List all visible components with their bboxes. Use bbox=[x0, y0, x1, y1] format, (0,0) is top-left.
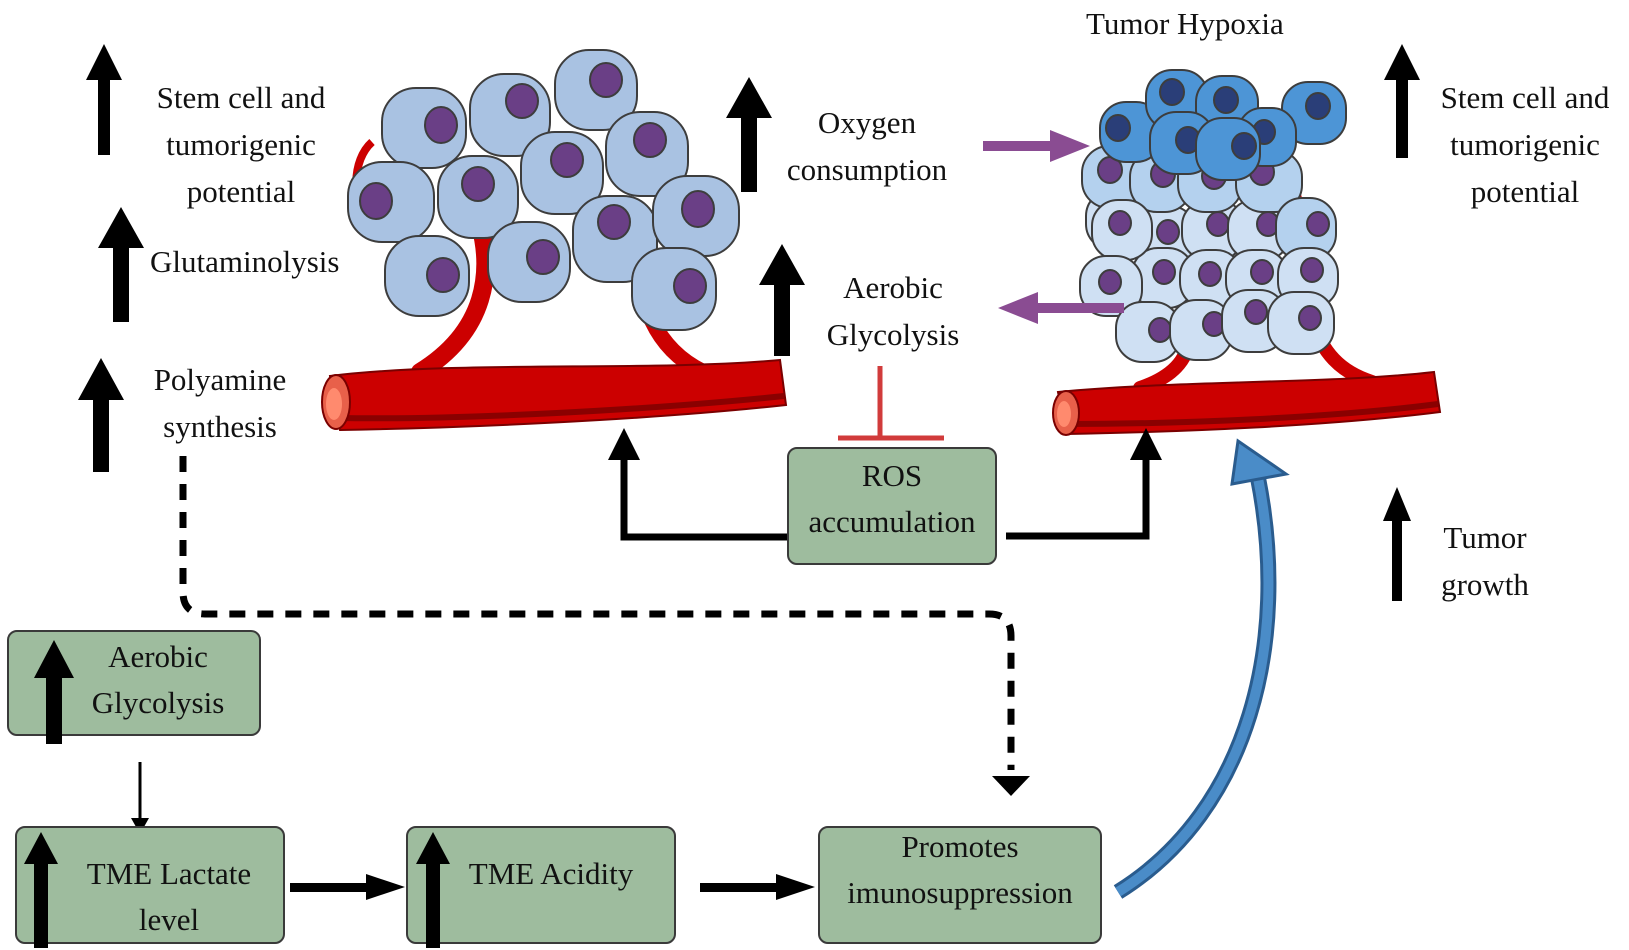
up-arrow-icon bbox=[98, 207, 144, 322]
tumor-hypoxia-label: Tumor Hypoxia bbox=[1086, 6, 1284, 41]
down-arrow-icon bbox=[992, 776, 1030, 796]
normoxic-cell-cluster bbox=[347, 49, 740, 331]
up-arrow-icon bbox=[726, 77, 772, 192]
label-line: Oxygen bbox=[817, 105, 917, 140]
up-arrow-icon bbox=[1384, 44, 1420, 158]
label-line: Aerobic bbox=[108, 639, 208, 674]
oxygen-consumption-label: Oxygen consumption bbox=[770, 99, 964, 193]
label-line: imunosuppression bbox=[847, 875, 1073, 910]
left-arrow-icon bbox=[998, 292, 1124, 324]
up-arrow-icon bbox=[24, 832, 58, 948]
ros-accumulation-text: ROS accumulation bbox=[787, 453, 997, 545]
label-line: potential bbox=[1470, 174, 1580, 209]
label-line: tumorigenic bbox=[166, 127, 316, 162]
up-arrow-icon bbox=[608, 428, 640, 460]
label-line: Stem cell and bbox=[1440, 80, 1610, 115]
ros-accumulation-box bbox=[787, 447, 997, 565]
up-arrows bbox=[78, 44, 1420, 601]
label-line: synthesis bbox=[163, 409, 277, 444]
glutaminolysis-label: Glutaminolysis bbox=[150, 244, 340, 279]
label-line: ROS bbox=[861, 458, 923, 493]
label-line: Glycolysis bbox=[91, 685, 225, 720]
right-arrow-icon bbox=[776, 874, 815, 900]
label-line: Glycolysis bbox=[826, 317, 960, 352]
right-arrow-icon bbox=[983, 130, 1090, 162]
inhibition-symbol bbox=[838, 366, 944, 441]
label-line: potential bbox=[186, 174, 296, 209]
label-line: level bbox=[138, 902, 200, 937]
purple-arrows bbox=[983, 130, 1124, 324]
tme-lactate-box bbox=[15, 826, 285, 944]
aerobic-glycolysis-label-top: Aerobic Glycolysis bbox=[808, 264, 978, 358]
label-line: Tumor bbox=[1443, 520, 1527, 555]
label-line: Polyamine bbox=[153, 362, 287, 397]
up-arrow-icon bbox=[86, 44, 122, 155]
dashed-connector bbox=[179, 456, 1030, 796]
flow-arrows bbox=[131, 762, 815, 900]
tme-acidity-box bbox=[406, 826, 676, 944]
up-arrow-icon bbox=[34, 640, 74, 744]
label-line: consumption bbox=[786, 152, 948, 187]
up-arrow-icon bbox=[759, 244, 805, 356]
up-arrow-icon bbox=[1230, 438, 1290, 486]
tme-lactate-text: TME Lactate level bbox=[64, 851, 274, 943]
aerobic-glycolysis-text: Aerobic Glycolysis bbox=[60, 634, 256, 726]
label-line: TME Lactate bbox=[86, 856, 252, 891]
hypoxic-cell-cluster bbox=[1079, 69, 1347, 363]
up-arrow-icon bbox=[78, 358, 124, 472]
label-line: Stem cell and bbox=[156, 80, 326, 115]
immunosuppression-text: Promotes imunosuppression bbox=[818, 824, 1102, 916]
tumor-growth-label: Tumor growth bbox=[1430, 514, 1540, 608]
up-arrow-icon bbox=[1383, 487, 1411, 601]
ros-arrows bbox=[608, 428, 1162, 541]
label-line: accumulation bbox=[808, 504, 976, 539]
label-line: tumorigenic bbox=[1450, 127, 1600, 162]
right-arrow-icon bbox=[366, 874, 405, 900]
up-arrow-icon bbox=[416, 832, 450, 948]
up-arrow-icon bbox=[1130, 428, 1162, 460]
stem-cell-label-right: Stem cell and tumorigenic potential bbox=[1425, 74, 1625, 215]
tme-acidity-text: TME Acidity bbox=[468, 856, 634, 891]
polyamine-synthesis-label: Polyamine synthesis bbox=[140, 356, 300, 450]
stem-cell-label-left: Stem cell and tumorigenic potential bbox=[136, 74, 346, 215]
label-line: growth bbox=[1441, 567, 1529, 602]
label-line: Aerobic bbox=[843, 270, 943, 305]
label-line: Promotes bbox=[901, 829, 1019, 864]
blue-curved-arrow bbox=[1113, 438, 1290, 899]
immunosuppression-box bbox=[818, 826, 1102, 944]
